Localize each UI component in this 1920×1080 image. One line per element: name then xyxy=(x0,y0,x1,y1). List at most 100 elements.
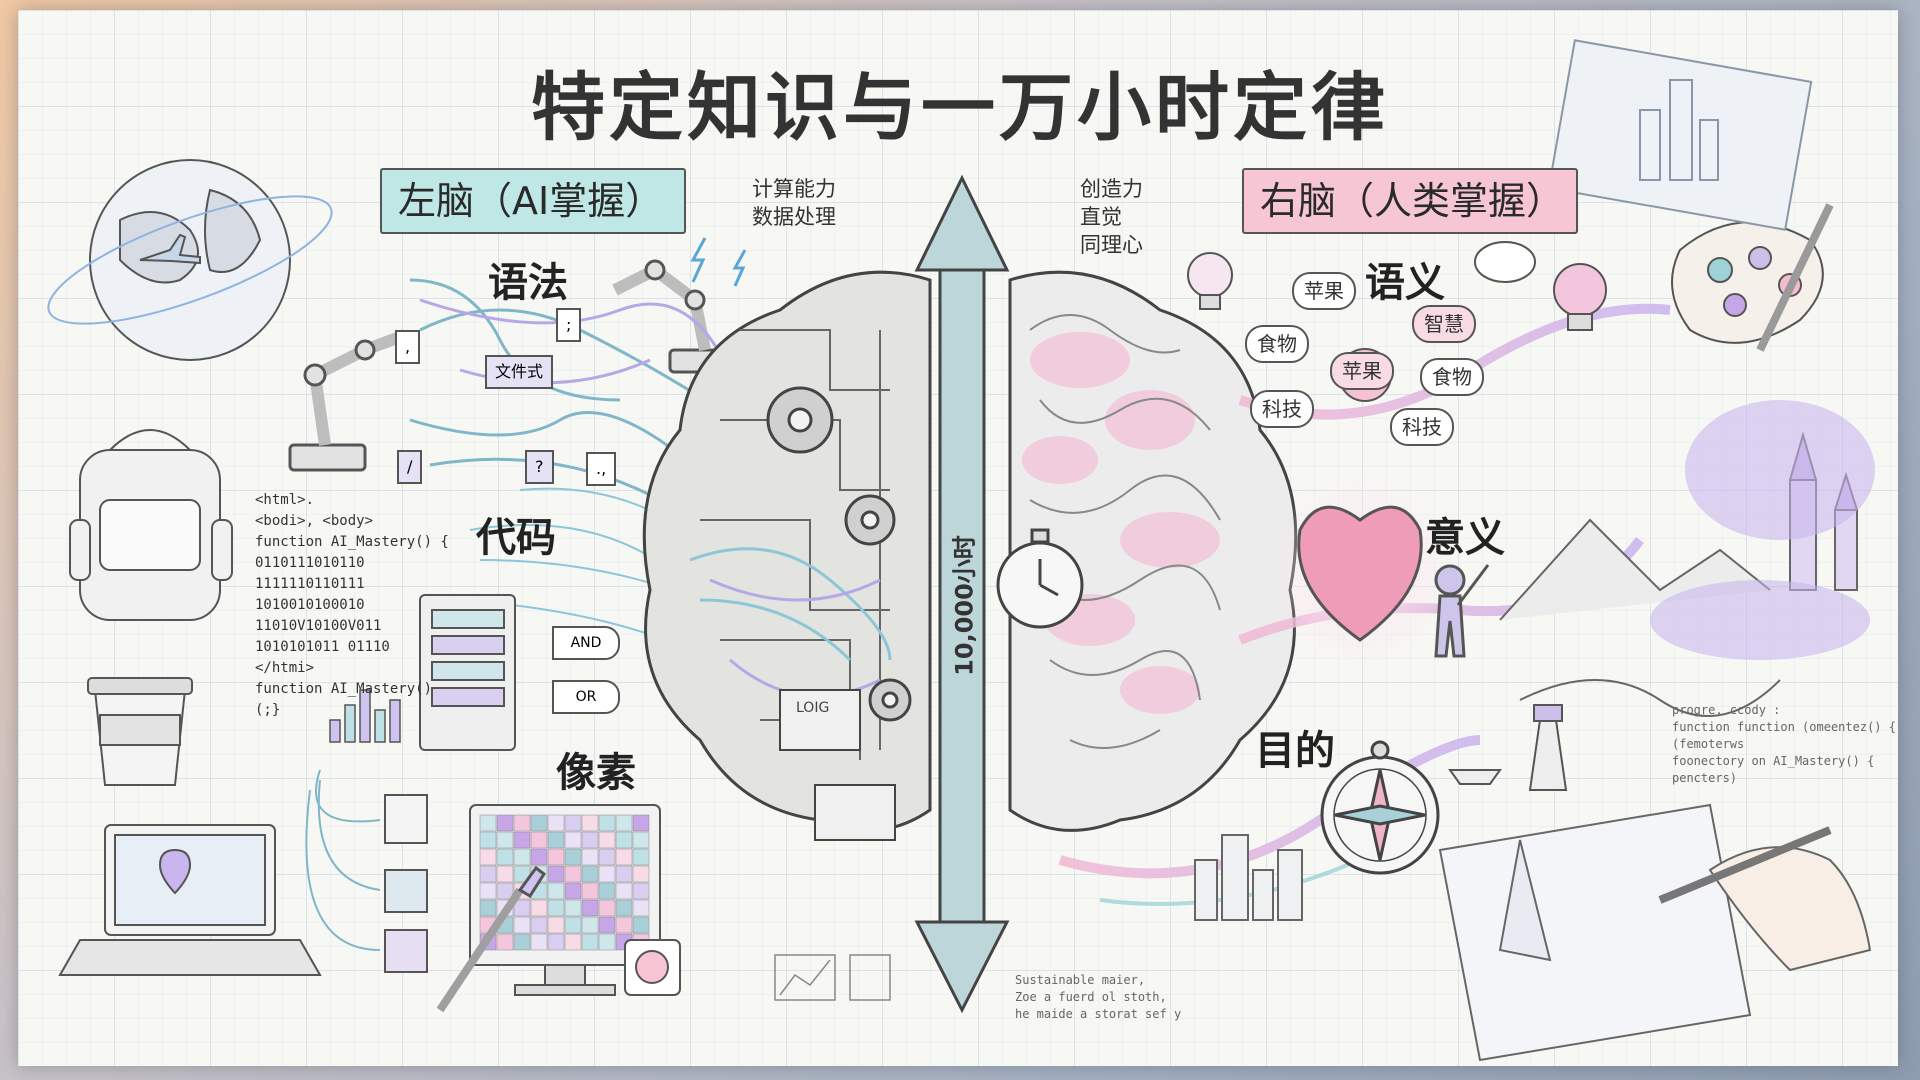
code-line: Sustainable maier, xyxy=(1015,973,1146,987)
pixel-cell xyxy=(598,882,616,900)
pixel-cell xyxy=(615,865,633,883)
pixel-cell xyxy=(547,882,565,900)
pixel-cell xyxy=(564,848,582,866)
laptop-icon xyxy=(58,824,322,976)
pixel-cell xyxy=(547,916,565,934)
code-line: <bodi>, <body> xyxy=(255,513,374,529)
pixel-cell xyxy=(632,916,650,934)
circuit-board-icon xyxy=(779,689,896,841)
pixel-cell xyxy=(581,882,599,900)
pixel-cell xyxy=(598,831,616,849)
code-line: <html>. xyxy=(255,492,315,508)
pixel-cell xyxy=(513,831,531,849)
right-brain-note: 创造力 直觉 同理心 xyxy=(1080,175,1143,259)
gear-icon xyxy=(766,386,834,454)
arrow-label-wrap: 10,000小时 xyxy=(940,500,984,700)
lightning-icon xyxy=(690,237,747,287)
pixel-cell xyxy=(496,848,514,866)
grammar-chip: , xyxy=(395,330,421,364)
pixel-cell xyxy=(513,814,531,832)
pixel-cell xyxy=(479,848,497,866)
pixel-cell xyxy=(564,865,582,883)
coffee-cup-icon xyxy=(87,677,193,786)
label-code: 代码 xyxy=(476,515,556,561)
label-meaning: 意义 xyxy=(1425,515,1505,561)
note-line: 计算能力 xyxy=(752,177,836,201)
code-line: function function (omeentez() { xyxy=(1672,720,1896,734)
file-icon xyxy=(384,794,428,844)
city-sketch xyxy=(1547,39,1813,231)
globe-icon xyxy=(47,159,333,361)
pixel-cell xyxy=(581,933,599,951)
pixel-cell xyxy=(632,814,650,832)
left-brain-banner: 左脑（AI掌握） xyxy=(380,168,686,234)
pixel-cell xyxy=(632,882,650,900)
compass-icon xyxy=(1320,740,1440,875)
pixel-cell xyxy=(530,916,548,934)
pixel-cell xyxy=(564,831,582,849)
pixel-cell xyxy=(632,865,650,883)
pixel-cell xyxy=(581,865,599,883)
semantic-bubble: 苹果 xyxy=(1330,352,1394,390)
pixel-cell xyxy=(581,848,599,866)
code-line: progre. ccody : xyxy=(1672,703,1781,717)
grammar-chip: / xyxy=(397,450,423,484)
palette-icon xyxy=(1671,203,1834,352)
right-brain-banner: 右脑（人类掌握） xyxy=(1242,168,1578,234)
code-line: (;} xyxy=(255,702,281,718)
pixel-cell xyxy=(479,831,497,849)
board-tag: LOIG xyxy=(796,700,830,716)
semantic-bubble: 食物 xyxy=(1420,358,1484,396)
pixel-cell xyxy=(513,916,531,934)
pixel-cell xyxy=(513,933,531,951)
code-snippet: <html>. <bodi>, <body> function AI_Mastery… xyxy=(255,490,449,721)
page-title: 特定知识与一万小时定律 xyxy=(531,65,1389,151)
pixel-cell xyxy=(581,916,599,934)
lightbulb-icon xyxy=(1553,263,1607,331)
code-line: 0110111010110 xyxy=(255,555,365,571)
pixel-cell xyxy=(547,814,565,832)
speech-bubble-icon xyxy=(1474,241,1536,283)
grammar-chip: ? xyxy=(525,450,554,484)
heart-icon xyxy=(1297,505,1423,642)
pixel-cell xyxy=(615,916,633,934)
pixel-cell xyxy=(615,882,633,900)
stopwatch-icon xyxy=(996,528,1084,629)
pixel-cell xyxy=(615,899,633,917)
code-line: function AI_Mastery() xyxy=(255,681,433,697)
person-figure xyxy=(1434,564,1490,658)
pixel-cell xyxy=(496,933,514,951)
server-rack-icon xyxy=(419,594,516,751)
code-line: 1010010100010 xyxy=(255,597,365,613)
mini-sketch-boxes xyxy=(774,954,891,1001)
code-line: he maide a storat sef y xyxy=(1015,1007,1182,1021)
note-line: 创造力 xyxy=(1080,177,1143,201)
semantic-bubble: 苹果 xyxy=(1292,272,1356,310)
gear-icon xyxy=(868,678,912,722)
pixel-cell xyxy=(547,933,565,951)
code-line: foonectory on AI_Mastery() { xyxy=(1672,754,1875,768)
gear-icon xyxy=(844,494,896,546)
pixel-cell xyxy=(496,882,514,900)
code-line: function AI_Mastery() { xyxy=(255,534,449,550)
pixel-cell xyxy=(479,865,497,883)
pixel-cell xyxy=(581,899,599,917)
pixel-cell xyxy=(479,899,497,917)
pixel-cell xyxy=(513,899,531,917)
picture-icon xyxy=(384,929,428,973)
label-grammar: 语法 xyxy=(488,260,568,306)
left-brain-note: 计算能力 数据处理 xyxy=(752,175,836,231)
pixel-grid xyxy=(479,814,650,951)
pixel-cell xyxy=(632,848,650,866)
pixel-cell xyxy=(598,933,616,951)
color-wheel-icon xyxy=(624,939,681,996)
note-line: 直觉 xyxy=(1080,205,1122,229)
pixel-cell xyxy=(615,848,633,866)
pixel-cell xyxy=(547,865,565,883)
and-gate: AND xyxy=(552,626,620,660)
pixel-cell xyxy=(547,848,565,866)
code-line: 1010101011 01110 xyxy=(255,639,390,655)
pixel-cell xyxy=(479,882,497,900)
semantic-bubble: 科技 xyxy=(1390,408,1454,446)
